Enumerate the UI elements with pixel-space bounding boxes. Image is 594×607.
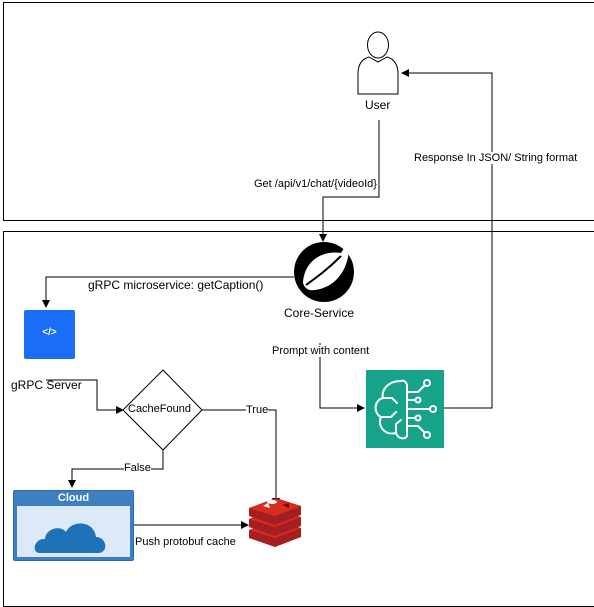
request-edge	[319, 120, 380, 242]
spring-icon	[294, 242, 354, 302]
push-edge-label: Push protobuf cache	[135, 536, 236, 548]
grpc-call-edge-label: gRPC microservice: getCaption()	[88, 278, 264, 292]
client-boundary	[3, 2, 594, 221]
false-edge	[68, 449, 164, 488]
ai-model-icon	[366, 370, 444, 448]
true-edge	[202, 409, 280, 506]
user-icon	[357, 31, 399, 95]
core-service-label: Core-Service	[284, 306, 355, 320]
response-edge	[401, 69, 493, 409]
prompt-edge	[319, 343, 365, 412]
cache-decision-label: CacheFound	[128, 403, 191, 415]
request-edge-label: Get /api/v1/chat/{videoId}	[254, 178, 377, 190]
false-edge-label: False	[124, 462, 151, 474]
response-edge-label: Response In JSON/ String format	[414, 152, 578, 164]
cache-decision-diamond	[122, 369, 203, 451]
prompt-edge-label: Prompt with content	[272, 345, 370, 357]
true-edge-label: True	[246, 404, 269, 416]
user-label: User	[365, 98, 391, 112]
code-icon	[24, 310, 75, 359]
cloud-title: Cloud	[57, 492, 90, 504]
code-icon-text: </>	[42, 327, 57, 338]
grpc-server-label: gRPC Server	[11, 378, 82, 392]
redis-icon	[249, 498, 301, 547]
grpc-call-edge	[42, 276, 294, 308]
grpc-to-cache-edge	[46, 379, 124, 414]
